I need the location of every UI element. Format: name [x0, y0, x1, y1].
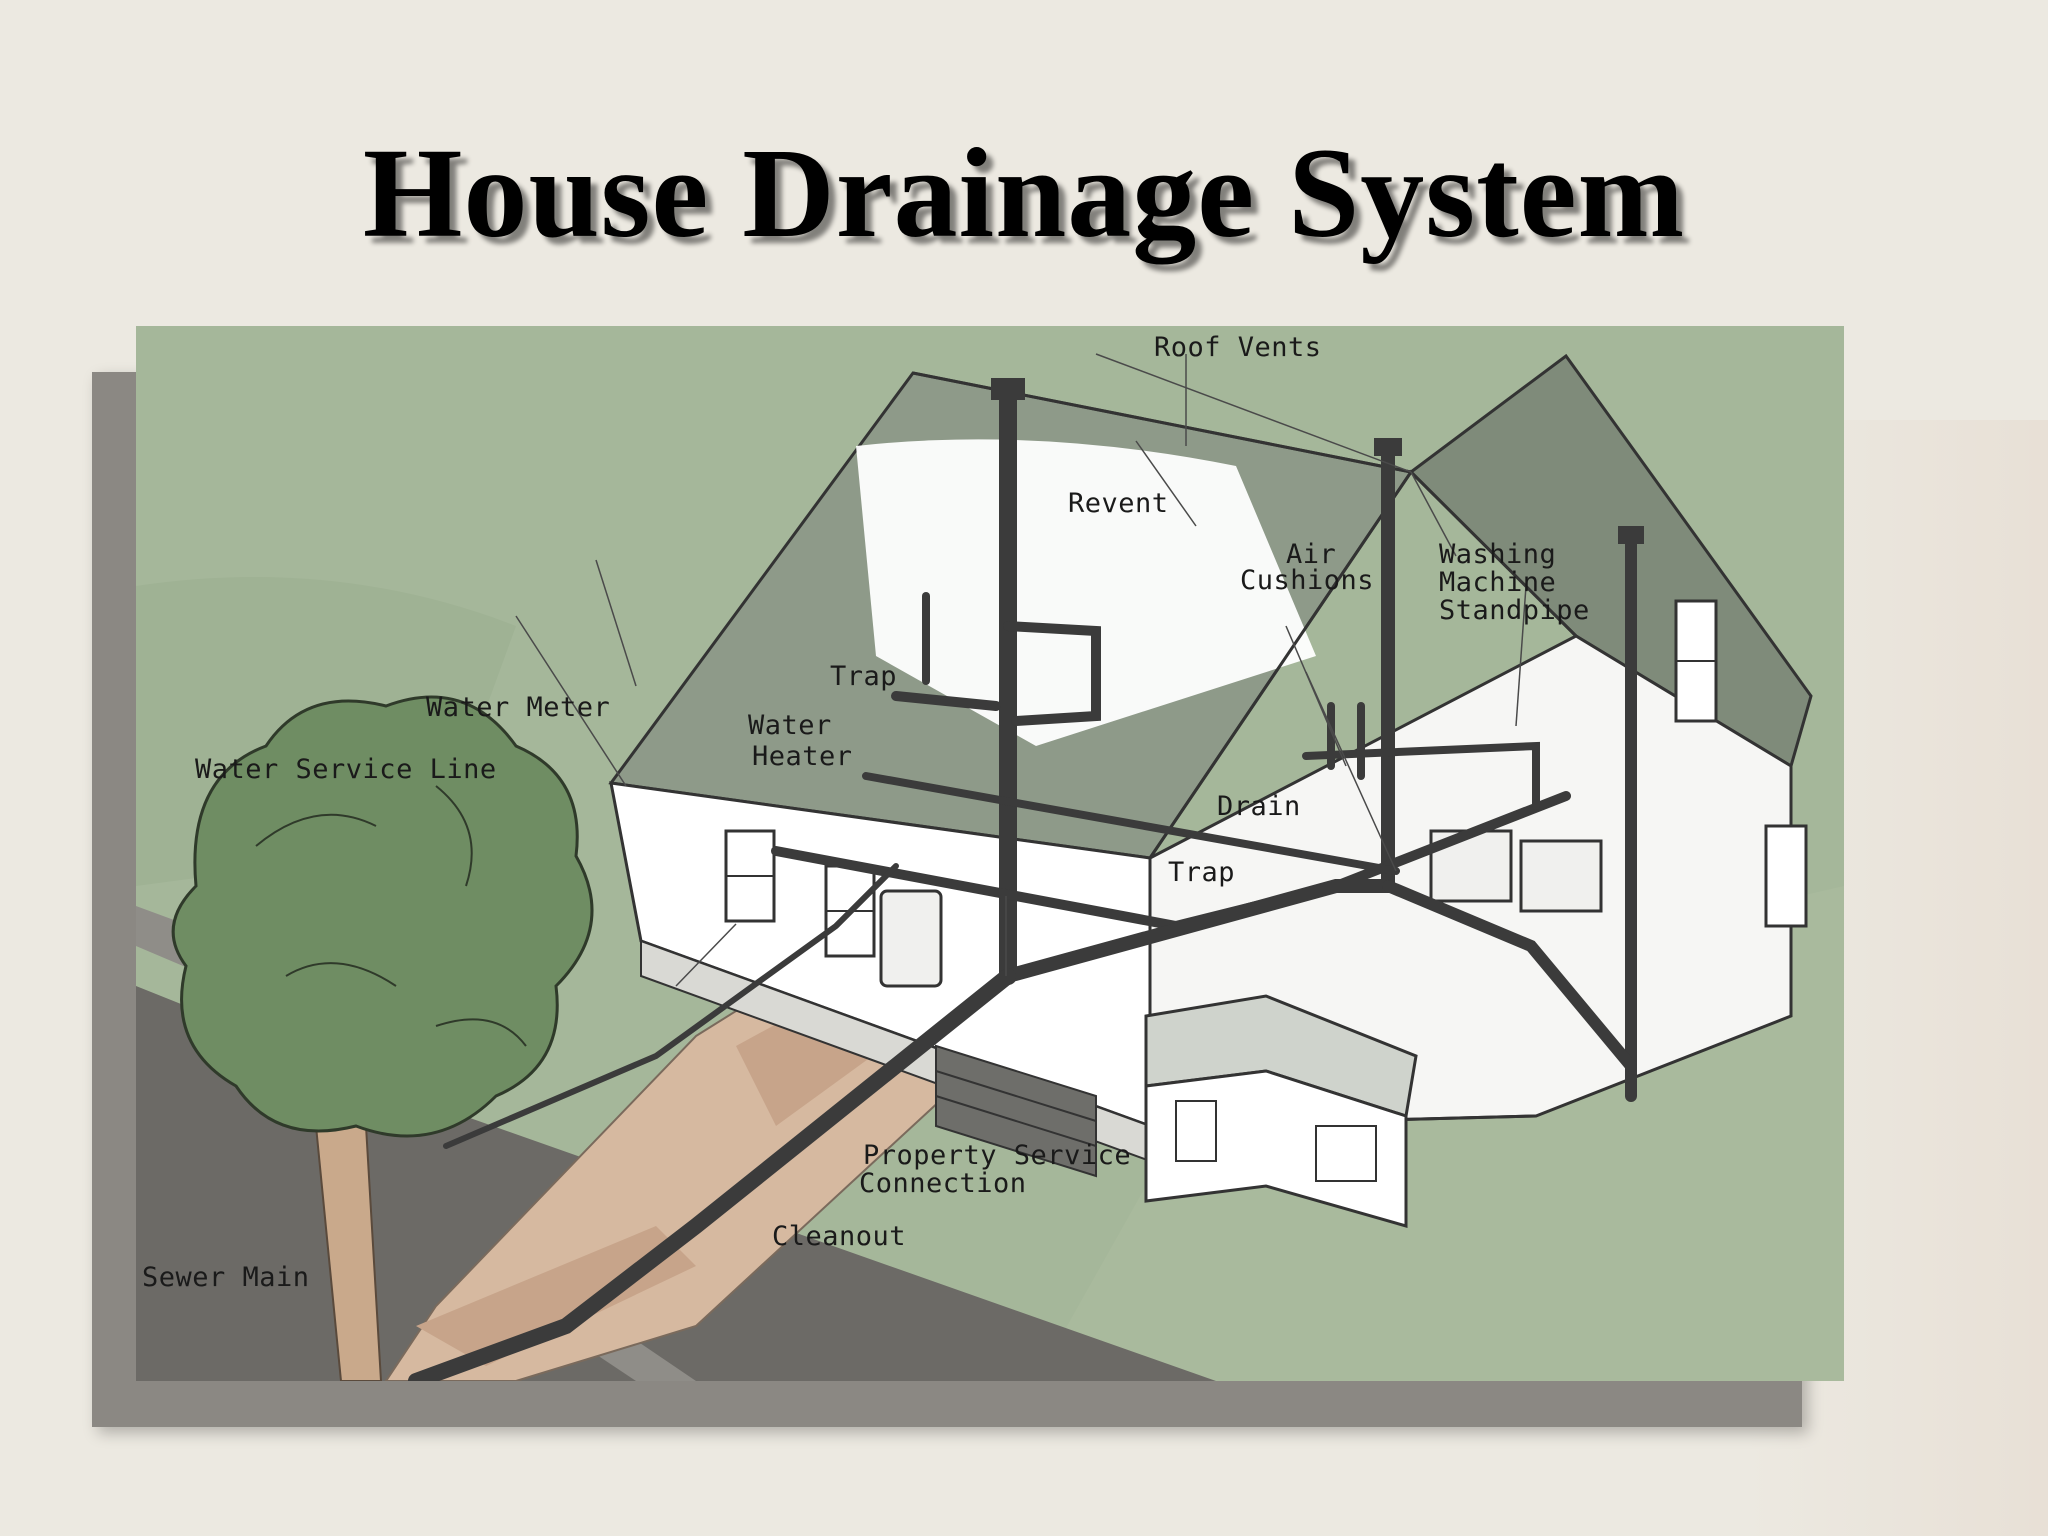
label-trap-upper: Trap: [830, 661, 898, 692]
plumbing-pipes: [408, 379, 1637, 1381]
label-washing-machine-line1: Washing: [1439, 539, 1557, 570]
label-washing-machine-line3: Standpipe: [1439, 595, 1590, 626]
label-trap-lower: Trap: [1168, 857, 1236, 888]
vent-caps: [991, 378, 1644, 544]
tree: [171, 695, 594, 1381]
appliances: [879, 829, 1603, 988]
house-drainage-diagram: Roof Vents Revent Air Cushions Washing M…: [136, 326, 1844, 1381]
label-property-service-line1: Property Service: [863, 1140, 1132, 1171]
label-water-heater-line1: Water: [748, 710, 832, 741]
label-air-cushions-line2: Cushions: [1240, 565, 1375, 596]
entry-steps: [935, 1044, 1097, 1178]
label-property-service-line2: Connection: [859, 1168, 1027, 1199]
label-water-meter: Water Meter: [426, 692, 611, 723]
label-water-heater-line2: Heater: [752, 741, 853, 772]
label-water-service-line: Water Service Line: [195, 754, 497, 785]
bay-window: [1144, 994, 1418, 1228]
label-air-cushions-line1: Air: [1286, 539, 1337, 570]
label-sewer-main: Sewer Main: [142, 1262, 310, 1293]
label-revent: Revent: [1068, 488, 1169, 519]
label-drain: Drain: [1217, 791, 1301, 822]
label-washing-machine-line2: Machine: [1439, 567, 1557, 598]
slide-title: House Drainage System: [362, 122, 1686, 264]
label-cleanout: Cleanout: [772, 1221, 907, 1252]
leader-lines: [515, 353, 1527, 987]
diagram-illustration: [136, 326, 1844, 1381]
label-roof-vents: Roof Vents: [1154, 332, 1322, 363]
